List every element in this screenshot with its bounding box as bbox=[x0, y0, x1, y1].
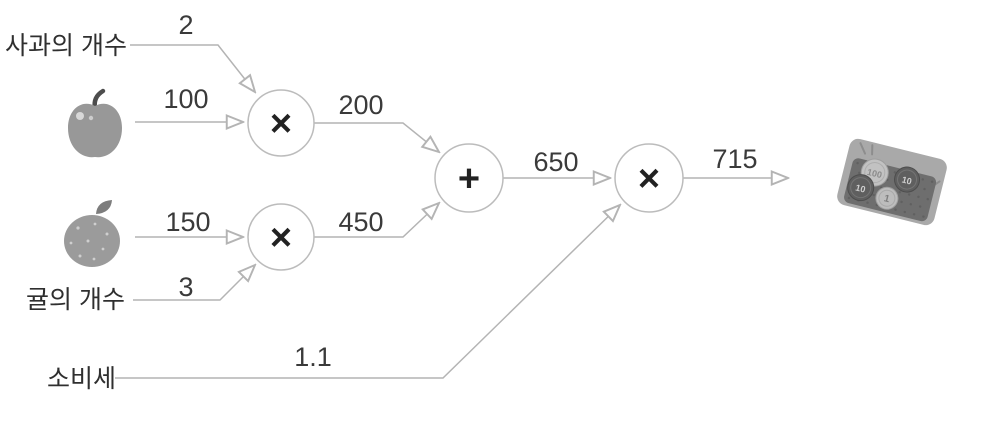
coin-1-label: 1 bbox=[883, 193, 891, 205]
coin-10-left: 10 bbox=[847, 174, 875, 202]
edge-apple-count bbox=[130, 44, 255, 92]
add-operator: + bbox=[458, 158, 480, 200]
apple-price-value: 100 bbox=[163, 84, 208, 114]
tax-rate-value: 1.1 bbox=[294, 342, 332, 372]
orange-icon bbox=[64, 200, 120, 267]
apple-count-label: 사과의 개수 bbox=[5, 32, 127, 60]
orange-subtotal-value: 450 bbox=[338, 207, 383, 237]
orange-count-value: 3 bbox=[178, 272, 193, 302]
apple-count-value: 2 bbox=[178, 10, 193, 40]
subtotal-value: 650 bbox=[533, 147, 578, 177]
money-icon: 100 10 10 1 bbox=[837, 138, 947, 226]
coin-10-label: 10 bbox=[901, 174, 913, 186]
edge-apple-subtotal bbox=[314, 122, 439, 152]
orange-count-label: 귤의 개수 bbox=[26, 286, 125, 314]
tax-label: 소비세 bbox=[47, 365, 116, 393]
multiply-node-apple: × bbox=[247, 89, 315, 157]
apple-icon bbox=[68, 88, 122, 158]
multiply-node-orange: × bbox=[247, 203, 315, 271]
edge-tax bbox=[115, 205, 620, 379]
coin-100-label: 100 bbox=[866, 167, 883, 180]
multiply-node-tax: × bbox=[614, 143, 684, 213]
multiply-operator: × bbox=[270, 217, 292, 259]
coin-10-right: 10 bbox=[894, 166, 921, 193]
orange-price-value: 150 bbox=[165, 207, 210, 237]
multiply-operator: × bbox=[638, 158, 660, 200]
coin-1: 1 bbox=[875, 186, 899, 210]
multiply-operator: × bbox=[270, 103, 292, 145]
coin-10-label: 10 bbox=[854, 183, 866, 195]
edge-orange-subtotal bbox=[314, 203, 439, 238]
total-value: 715 bbox=[712, 144, 757, 174]
add-node: + bbox=[434, 143, 504, 213]
apple-subtotal-value: 200 bbox=[338, 90, 383, 120]
edge-orange-count bbox=[133, 265, 255, 301]
